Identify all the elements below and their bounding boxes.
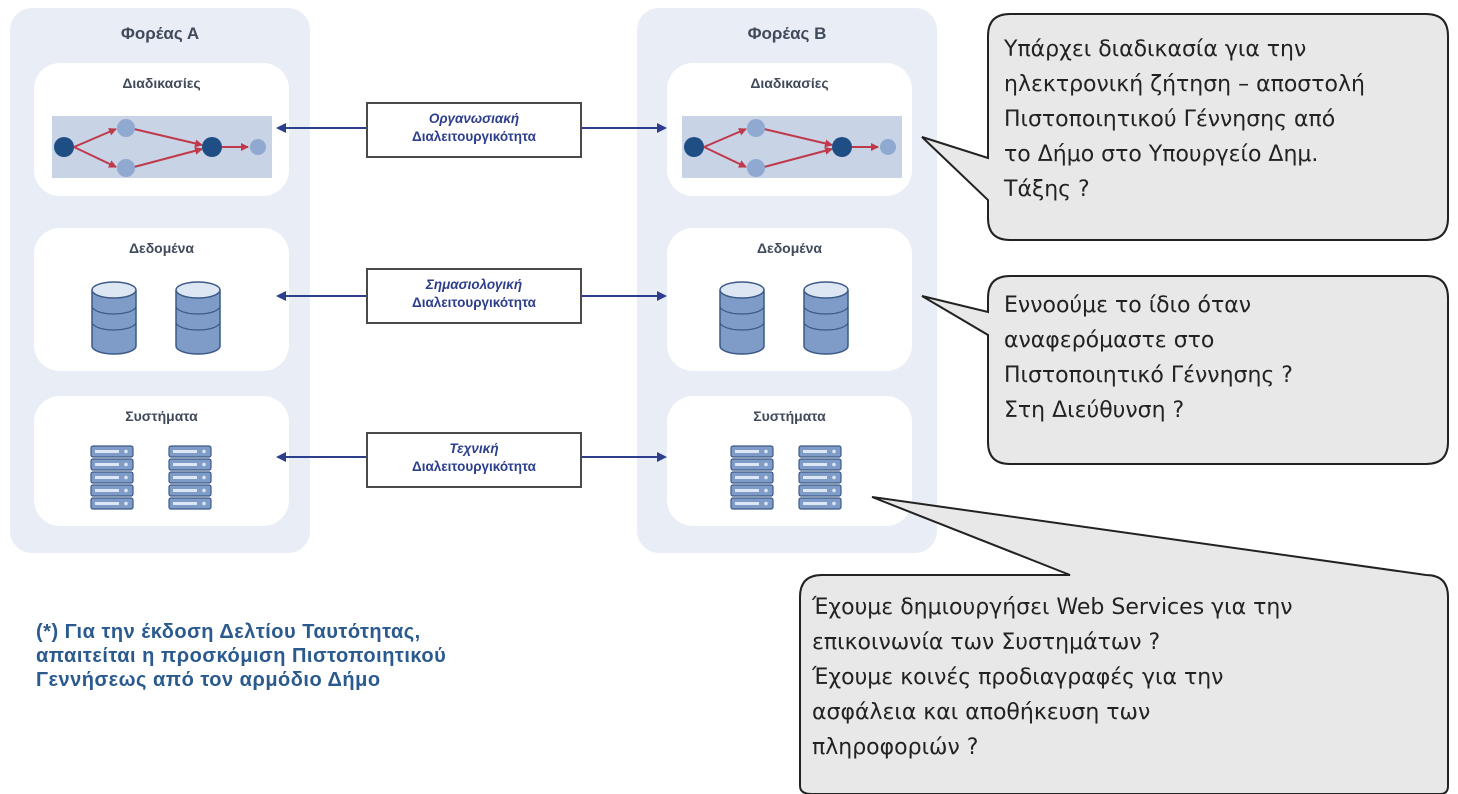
process-node xyxy=(747,159,765,177)
org-a-systems-layer: Συστήματα xyxy=(34,396,289,526)
link-label-line1: Οργανωσιακή xyxy=(428,111,520,126)
process-flow-icon xyxy=(684,119,896,177)
process-flow-arrow xyxy=(763,146,833,168)
footnote: (*) Για την έκδοση Δελτίου Ταυτότητας, α… xyxy=(36,620,616,692)
server-stack-icon xyxy=(90,445,134,510)
process-node xyxy=(880,139,896,155)
org-a-data-title: Δεδομένα xyxy=(128,240,195,256)
process-flow-arrow xyxy=(703,128,747,148)
server-stack-icon xyxy=(168,445,212,510)
link-label-line2: Διαλειτουργικότητα xyxy=(412,129,536,144)
database-icon xyxy=(719,281,765,355)
technical-interoperability-label: Τεχνική Διαλειτουργικότητα xyxy=(366,432,582,488)
footnote-line: (*) Για την έκδοση Δελτίου Ταυτότητας, xyxy=(36,621,421,643)
technical-question-text: Έχουμε δημιουργήσει Web Services για την… xyxy=(812,590,1293,765)
organizational-interoperability-label: Οργανωσιακή Διαλειτουργικότητα xyxy=(366,102,582,158)
process-node xyxy=(117,119,135,137)
bubble-line: Τάξης ? xyxy=(1004,177,1090,202)
server-stack-icon xyxy=(730,445,774,510)
bubble-line: Πιστοποιητικό Γέννησης ? xyxy=(1004,363,1293,388)
org-b-systems-layer: Συστήματα xyxy=(667,396,912,526)
org-a-processes-layer: Διαδικασίες xyxy=(34,63,289,196)
bubble-line: το Δήμο στο Υπουργείο Δημ. xyxy=(1004,142,1319,167)
process-node xyxy=(117,159,135,177)
process-node xyxy=(684,137,704,157)
process-flow-icon xyxy=(54,119,266,177)
org-b-processes-title: Διαδικασίες xyxy=(750,75,829,91)
process-flow-arrow xyxy=(133,146,203,168)
organizational-question-bubble xyxy=(921,13,1449,241)
semantic-question-text: Εννοούμε το ίδιο όταν αναφερόμαστε στο Π… xyxy=(1004,288,1293,428)
org-a-data-layer: Δεδομένα xyxy=(34,228,289,371)
process-flow-arrow xyxy=(703,146,747,168)
bubble-line: Στη Διεύθυνση ? xyxy=(1004,398,1185,423)
process-node xyxy=(54,137,74,157)
org-a-title: Φορέας Α xyxy=(120,24,200,43)
org-a-systems-title: Συστήματα xyxy=(125,408,198,424)
process-node xyxy=(747,119,765,137)
org-b-data-layer: Δεδομένα xyxy=(667,228,912,371)
footnote-line: απαιτείται η προσκόμιση Πιστοποιητικού xyxy=(36,645,447,667)
database-icon xyxy=(91,281,137,355)
link-label-line2: Διαλειτουργικότητα xyxy=(412,459,536,474)
org-b-panel: Φορέας Β Διαδικασίες Δεδομένα Συστήματα xyxy=(637,8,937,553)
process-node xyxy=(250,139,266,155)
bubble-line: πληροφοριών ? xyxy=(812,735,979,760)
bubble-line: Υπάρχει διαδικασία για την xyxy=(1004,37,1307,62)
link-label-line1: Σημασιολογική xyxy=(425,277,523,292)
org-b-systems-title: Συστήματα xyxy=(753,408,826,424)
semantic-question-bubble xyxy=(921,275,1449,465)
org-b-data-title: Δεδομένα xyxy=(756,240,823,256)
bubble-line: ασφάλεια και αποθήκευση των xyxy=(812,700,1151,725)
bubble-line: Πιστοποιητικού Γέννησης από xyxy=(1004,107,1336,132)
bubble-line: Έχουμε κοινές προδιαγραφές για την xyxy=(812,665,1224,690)
bubble-line: Εννοούμε το ίδιο όταν xyxy=(1004,293,1252,318)
bubble-line: ηλεκτρονική ζήτηση – αποστολή xyxy=(1004,72,1365,97)
org-a-panel: Φορέας Α Διαδικασίες Δεδομένα Συστήματα xyxy=(10,8,310,553)
organizational-question-text: Υπάρχει διαδικασία για την ηλεκτρονική ζ… xyxy=(1004,32,1365,207)
process-flow-arrow xyxy=(73,128,117,148)
process-node xyxy=(202,137,222,157)
bubble-line: Έχουμε δημιουργήσει Web Services για την xyxy=(812,595,1293,620)
process-flow-arrow xyxy=(133,128,203,148)
link-label-line2: Διαλειτουργικότητα xyxy=(412,295,536,310)
server-stack-icon xyxy=(798,445,842,510)
process-node xyxy=(832,137,852,157)
footnote-line: Γεννήσεως από τον αρμόδιο Δήμο xyxy=(36,669,381,691)
org-b-processes-layer: Διαδικασίες xyxy=(667,63,912,196)
database-icon xyxy=(803,281,849,355)
org-b-title: Φορέας Β xyxy=(747,24,827,43)
process-flow-arrow xyxy=(763,128,833,148)
bubble-line: επικοινωνία των Συστημάτων ? xyxy=(812,630,1161,655)
semantic-interoperability-label: Σημασιολογική Διαλειτουργικότητα xyxy=(366,268,582,324)
database-icon xyxy=(175,281,221,355)
org-a-processes-title: Διαδικασίες xyxy=(122,75,201,91)
process-flow-arrow xyxy=(73,146,117,168)
link-label-line1: Τεχνική xyxy=(449,441,499,456)
bubble-line: αναφερόμαστε στο xyxy=(1004,328,1215,353)
